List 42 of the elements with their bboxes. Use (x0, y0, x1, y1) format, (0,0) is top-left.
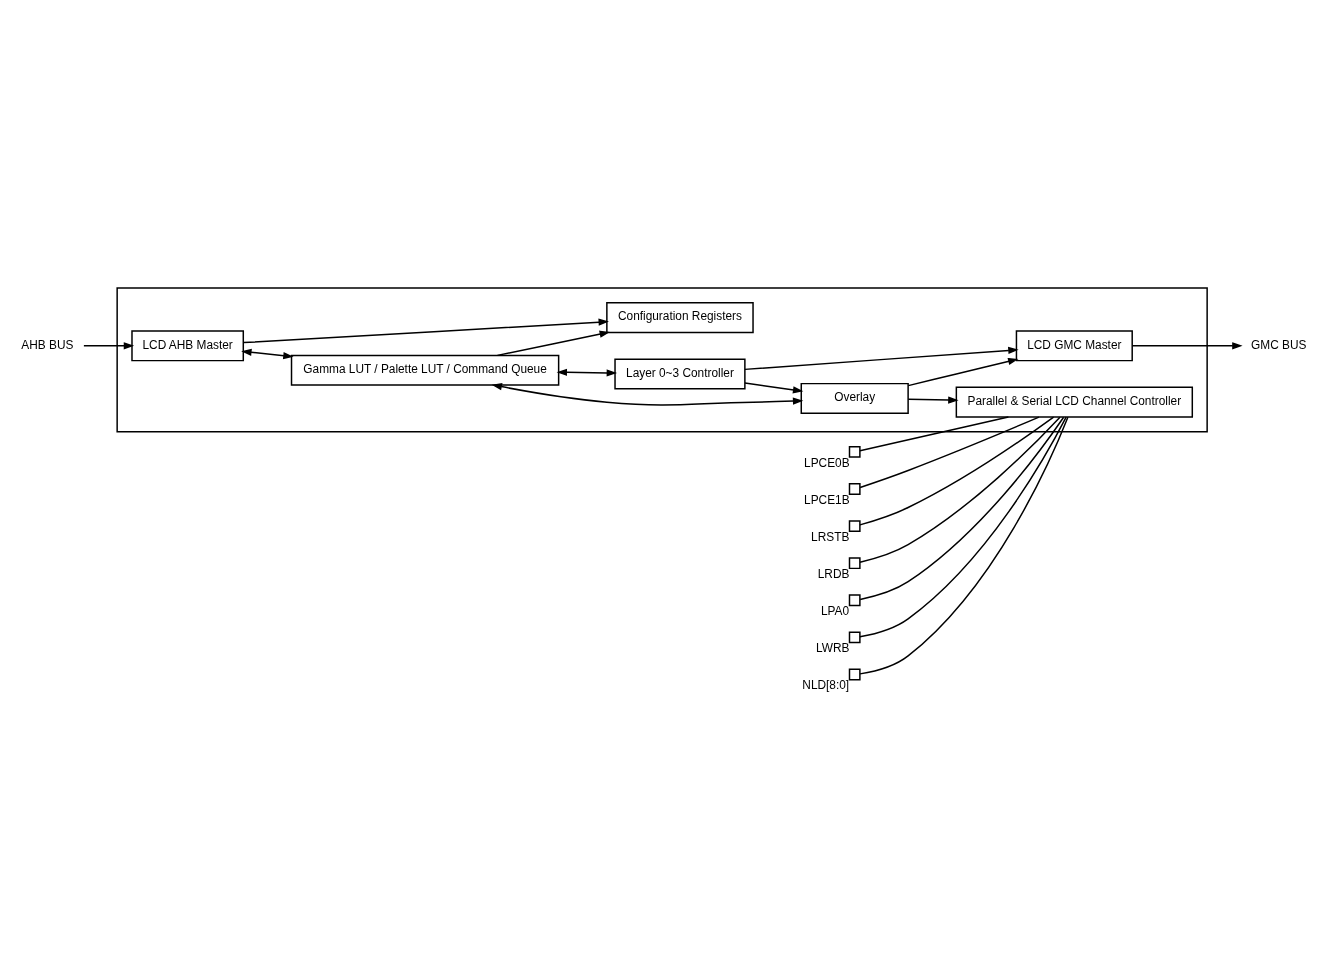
connector (859, 416, 1061, 563)
node-box (848, 631, 861, 644)
node-box: Configuration Registers (606, 302, 754, 334)
connector (859, 416, 1065, 601)
node-box (848, 483, 861, 495)
node-box (848, 668, 861, 681)
arrow (241, 348, 294, 360)
node-text: GMC BUS (1251, 337, 1307, 352)
arrow (907, 357, 1019, 387)
node-box (848, 445, 861, 458)
arrow (556, 368, 618, 377)
node-box (848, 557, 861, 570)
connector (859, 416, 1067, 638)
arrow (83, 342, 135, 350)
cluster (116, 287, 1208, 433)
arrow (1131, 342, 1243, 350)
node-box: Overlay (800, 382, 909, 415)
arrow (744, 346, 1019, 371)
node-label: LPA0 (820, 603, 850, 618)
node-label: LRSTB (811, 529, 850, 544)
node-box: Layer 0~3 Controller (614, 358, 746, 390)
arrow (907, 396, 959, 404)
arrow (496, 330, 610, 357)
node-box (848, 520, 861, 532)
node-label: LPCE0B (804, 455, 850, 470)
node-box (848, 594, 861, 607)
node-label: NLD[8:0] (802, 678, 850, 693)
connector (859, 416, 1069, 675)
node-label: LPCE1B (804, 492, 850, 507)
connector (859, 416, 1040, 489)
node-label: LWRB (816, 641, 850, 656)
node-label: LRDB (817, 566, 850, 581)
node-box: LCD GMC Master (1015, 330, 1133, 362)
arrow (242, 318, 609, 344)
node-text: AHB BUS (21, 337, 74, 352)
arrow (491, 383, 804, 406)
connector (859, 416, 1055, 526)
node-box: Gamma LUT / Palette LUT / Command Queue (290, 354, 560, 386)
node-box: Parallel & Serial LCD Channel Controller (955, 386, 1194, 418)
arrow (744, 382, 804, 394)
connector (859, 416, 1010, 452)
node-box: LCD AHB Master (131, 330, 245, 362)
